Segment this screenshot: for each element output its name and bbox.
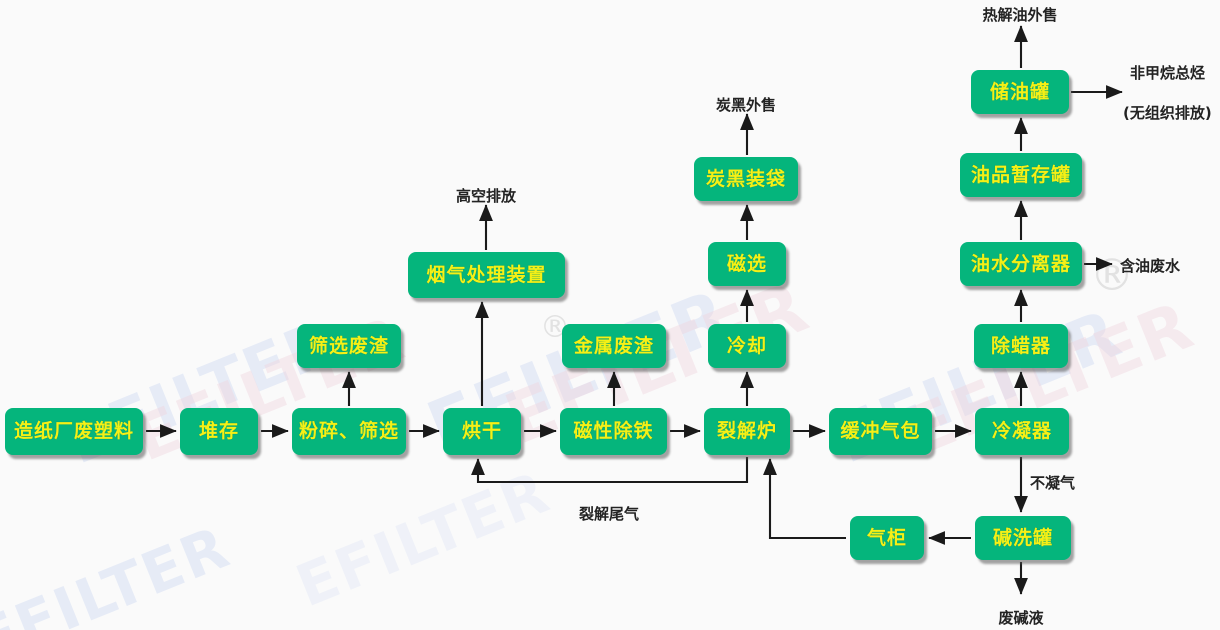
node-cooling[interactable]: 冷却 — [708, 324, 786, 368]
node-oil-storage-tank[interactable]: 储油罐 — [971, 70, 1069, 114]
label-high-altitude-emission: 高空排放 — [455, 187, 517, 205]
label-nmhc-line1: 非甲烷总烃 — [1130, 64, 1206, 82]
label-nmhc-line2: (无组织排放) — [1123, 104, 1212, 122]
label-waste-alkali-liquid: 废碱液 — [998, 609, 1044, 627]
node-screening-residue[interactable]: 筛选废渣 — [297, 324, 401, 368]
node-condenser[interactable]: 冷凝器 — [975, 408, 1069, 455]
label-pyrolysis-tail-gas: 裂解尾气 — [578, 505, 640, 523]
node-flue-gas-treatment-unit[interactable]: 烟气处理装置 — [408, 252, 565, 298]
label-oily-wastewater: 含油废水 — [1120, 257, 1181, 275]
node-oil-water-separator[interactable]: 油水分离器 — [960, 242, 1082, 286]
node-pyrolysis-furnace[interactable]: 裂解炉 — [704, 408, 790, 455]
label-pyrolysis-oil-sale: 热解油外售 — [982, 6, 1058, 24]
node-magnetic-separation[interactable]: 磁选 — [708, 242, 786, 286]
node-crush-screen[interactable]: 粉碎、筛选 — [292, 408, 406, 455]
node-carbon-black-bagging[interactable]: 炭黑装袋 — [694, 157, 798, 201]
node-buffer-gas-bag[interactable]: 缓冲气包 — [829, 408, 932, 455]
link-gasholder-to-furnace — [763, 458, 846, 540]
watermark-text: EFILTER — [0, 512, 240, 630]
node-magnetic-iron-removal[interactable]: 磁性除铁 — [560, 408, 667, 455]
node-oil-temporary-tank[interactable]: 油品暂存罐 — [960, 153, 1082, 197]
node-alkali-wash-tank[interactable]: 碱洗罐 — [975, 516, 1071, 560]
watermark-text: EFILTER — [286, 457, 560, 621]
node-dewaxer[interactable]: 除蜡器 — [974, 324, 1068, 368]
label-noncondensable-gas: 不凝气 — [1030, 474, 1076, 492]
link-furnace-to-drying-tailgas — [471, 457, 749, 484]
label-carbon-black-sale: 炭黑外售 — [715, 96, 777, 114]
node-metal-residue[interactable]: 金属废渣 — [562, 324, 666, 368]
node-stockpiling[interactable]: 堆存 — [180, 408, 258, 455]
node-gas-holder[interactable]: 气柜 — [850, 516, 924, 560]
node-drying[interactable]: 烘干 — [443, 408, 521, 455]
node-raw-material[interactable]: 造纸厂废塑料 — [5, 408, 143, 455]
